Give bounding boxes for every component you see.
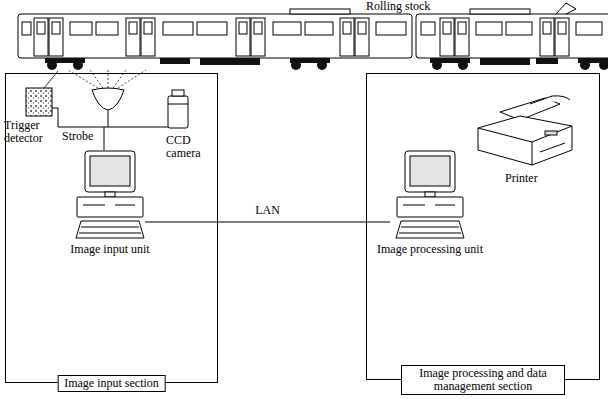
part-label: Trigger detector xyxy=(4,119,56,145)
part-label: Printer xyxy=(505,172,538,185)
section-label: Image processing and data management sec… xyxy=(401,365,565,395)
underfloor xyxy=(45,58,608,70)
section-box: Image processing and data management sec… xyxy=(366,73,600,380)
trigger-detector xyxy=(26,88,52,116)
lan-line xyxy=(145,222,390,223)
printer-icon xyxy=(478,96,572,165)
computer-icon xyxy=(75,150,145,240)
unit-label: Image processing unit xyxy=(368,242,492,256)
edge-label: LAN xyxy=(253,204,282,217)
rolling-stock xyxy=(18,3,608,58)
section-label: Image input section xyxy=(57,375,166,392)
unit-node: Image input unit xyxy=(55,150,165,260)
part-label: CCD camera xyxy=(166,134,212,160)
part-label: Rolling stock xyxy=(366,0,430,13)
unit-node: Image processing unit xyxy=(368,150,492,260)
part-label: Strobe xyxy=(62,130,93,143)
strobe-lamp xyxy=(92,88,124,127)
wires xyxy=(52,108,168,150)
unit-label: Image input unit xyxy=(55,242,165,256)
computer-icon xyxy=(395,150,465,240)
ccd-camera xyxy=(168,90,188,128)
